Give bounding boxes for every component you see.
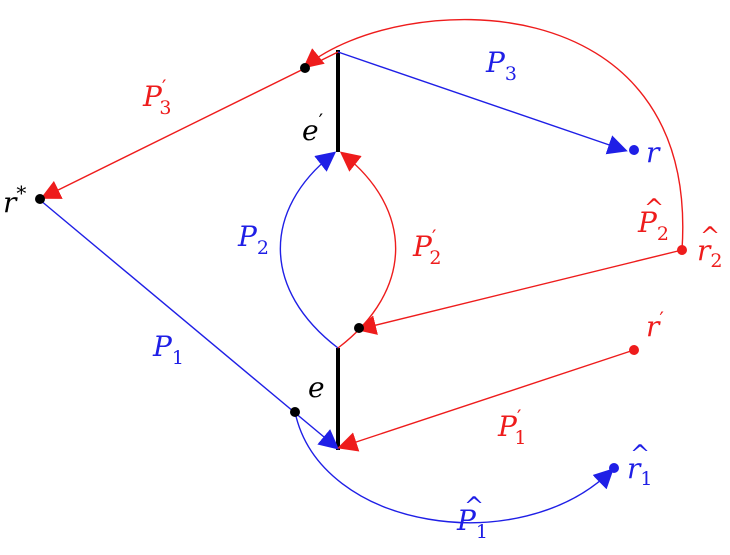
label-p3-prime: P′3: [142, 75, 171, 119]
vertex-r-hat-2: [677, 245, 687, 255]
label-p1-prime: P′1: [497, 405, 526, 449]
path-p1-line: [39, 199, 340, 450]
path-p2-hat-curve: [302, 18, 684, 251]
path-p2-prime-curve: [337, 151, 397, 349]
label-r-hat-1: r1: [627, 452, 652, 490]
path-p2-curve: [279, 151, 339, 349]
label-r-hat-2: r2: [697, 234, 722, 272]
label-edge-e: e: [308, 371, 325, 404]
vertex-bottom: [290, 407, 300, 417]
label-p2-prime: P′2: [412, 225, 441, 269]
label-edge-e-prime: e′: [302, 109, 324, 147]
path-p3-prime-line: [40, 51, 339, 199]
label-r: r: [646, 136, 661, 169]
label-p1-hat: P1: [456, 504, 488, 543]
vertex-r-star: [35, 194, 45, 204]
label-p1: P1: [152, 330, 184, 369]
label-r-star: r*: [3, 181, 26, 219]
label-p2-hat: P2: [637, 206, 669, 245]
label-p1-hat-accent: ^: [464, 492, 484, 520]
path-p3-line: [337, 51, 628, 155]
label-p3: P3: [485, 46, 517, 85]
label-p2-hat-accent: ^: [644, 194, 664, 222]
label-r-hat-1-accent: ^: [630, 440, 650, 468]
vertex-r-hat-1: [609, 463, 619, 473]
vertex-mid: [354, 323, 364, 333]
vertex-top: [300, 63, 310, 73]
vertex-r-prime: [629, 345, 639, 355]
label-r-prime: r′: [646, 307, 664, 343]
label-r-hat-2-accent: ^: [700, 222, 720, 250]
path-p1-hat-curve: [294, 411, 614, 524]
path-p1-prime-line: [337, 349, 635, 452]
path-r-hat-2-line: [356, 249, 683, 335]
vertex-r: [629, 145, 639, 155]
label-p2: P2: [237, 220, 269, 259]
